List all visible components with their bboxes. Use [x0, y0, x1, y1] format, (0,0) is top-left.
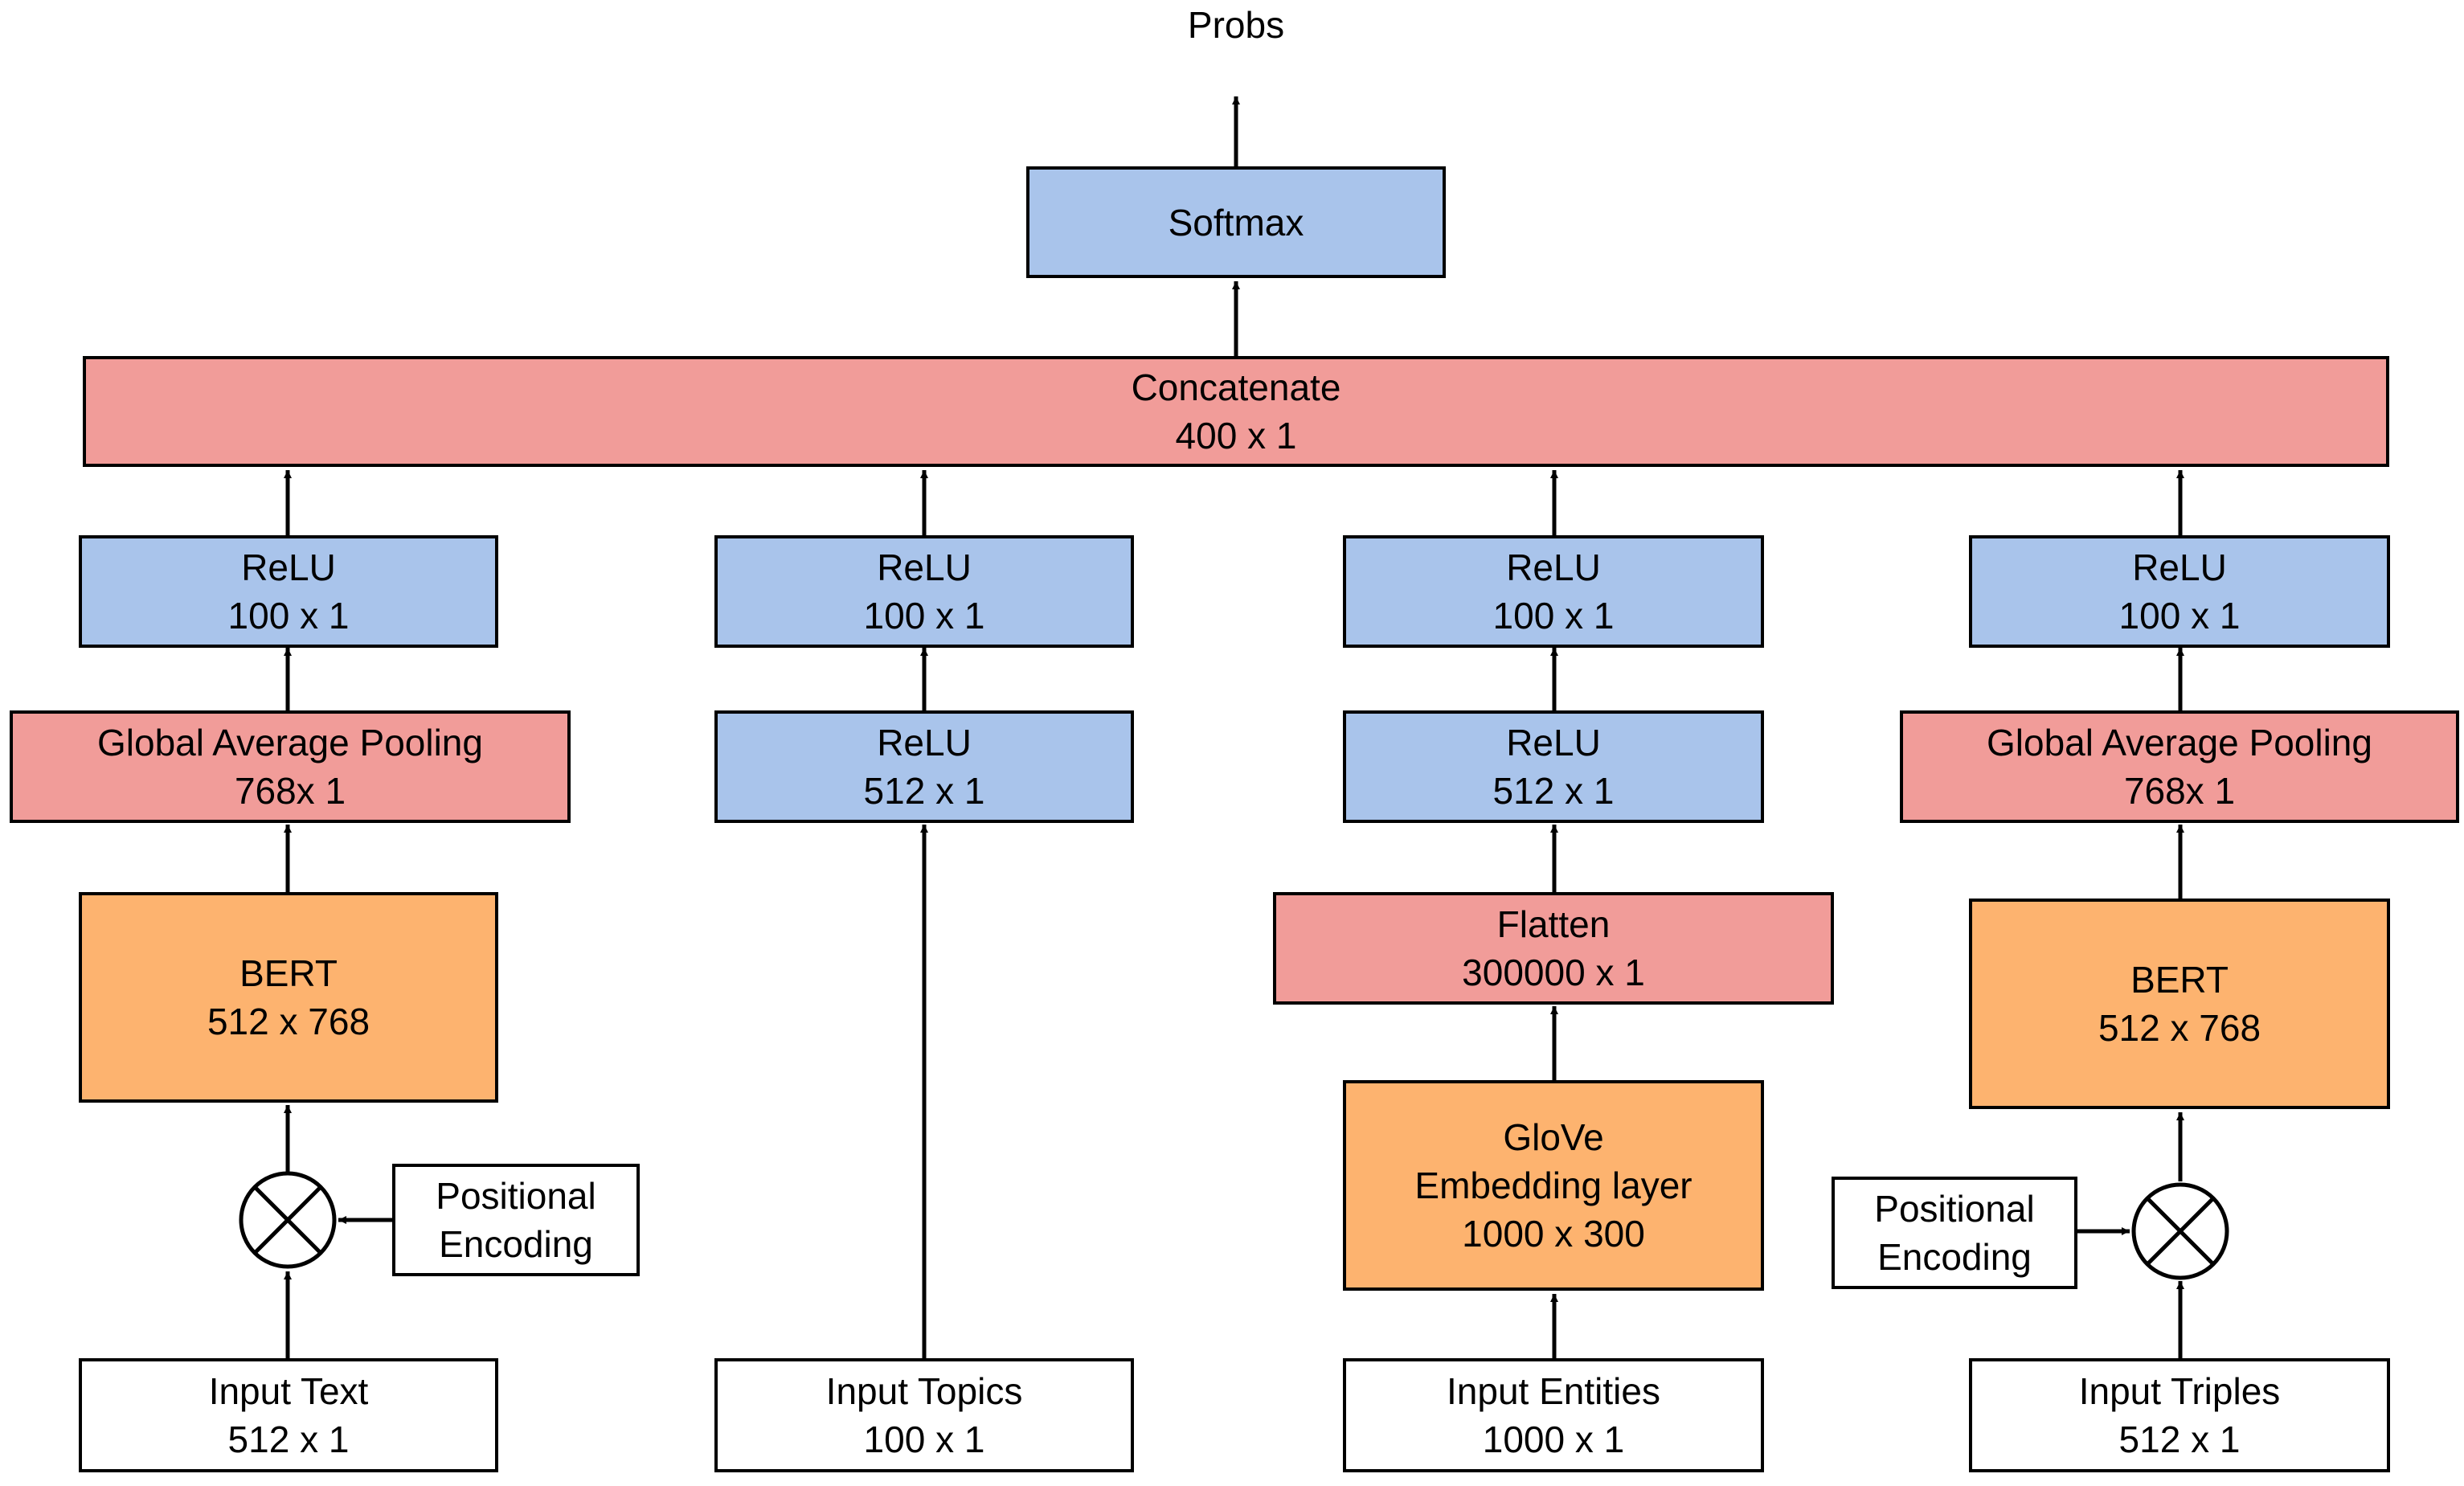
text-relu-label: ReLU [241, 547, 336, 588]
text-relu-block: ReLU 100 x 1 [79, 535, 498, 648]
entities-relu-shape: 100 x 1 [1492, 595, 1615, 637]
softmax-block: Softmax [1026, 166, 1446, 278]
entities-glove-block: GloVe Embedding layer 1000 x 300 [1343, 1080, 1764, 1291]
input-topics-block: Input Topics 100 x 1 [714, 1358, 1134, 1472]
text-positional-encoding-block: Positional Encoding [392, 1164, 640, 1276]
input-triples-shape: 512 x 1 [2118, 1418, 2241, 1460]
text-posenc-line2: Encoding [439, 1223, 593, 1265]
entities-glove-sublabel: Embedding layer [1414, 1165, 1692, 1206]
entities-relu512-shape: 512 x 1 [1492, 770, 1615, 812]
triples-bert-label: BERT [2130, 959, 2229, 1001]
concatenate-block: Concatenate 400 x 1 [83, 356, 2389, 467]
text-gap-block: Global Average Pooling 768x 1 [10, 710, 571, 823]
multiply-circle-icon [2131, 1182, 2229, 1280]
text-posenc-line1: Positional [436, 1175, 596, 1217]
triples-bert-block: BERT 512 x 768 [1969, 899, 2390, 1109]
triples-gap-shape: 768x 1 [2123, 770, 2236, 812]
input-topics-label: Input Topics [825, 1370, 1023, 1412]
softmax-label: Softmax [1168, 201, 1304, 244]
concatenate-label: Concatenate [1131, 366, 1341, 408]
entities-relu512-block: ReLU 512 x 1 [1343, 710, 1764, 823]
triples-relu-label: ReLU [2132, 547, 2227, 588]
triples-gap-label: Global Average Pooling [1987, 722, 2372, 763]
triples-bert-shape: 512 x 768 [2098, 1007, 2261, 1049]
input-entities-block: Input Entities 1000 x 1 [1343, 1358, 1764, 1472]
text-gap-label: Global Average Pooling [97, 722, 483, 763]
text-gap-shape: 768x 1 [234, 770, 346, 812]
entities-relu-label: ReLU [1506, 547, 1601, 588]
entities-relu-block: ReLU 100 x 1 [1343, 535, 1764, 648]
triples-relu-shape: 100 x 1 [2118, 595, 2241, 637]
entities-flatten-label: Flatten [1496, 903, 1611, 945]
topics-relu-shape: 100 x 1 [863, 595, 985, 637]
input-topics-shape: 100 x 1 [863, 1418, 985, 1460]
entities-flatten-shape: 300000 x 1 [1462, 952, 1645, 993]
entities-relu512-label: ReLU [1506, 722, 1601, 763]
input-entities-shape: 1000 x 1 [1482, 1418, 1625, 1460]
triples-positional-encoding-block: Positional Encoding [1832, 1177, 2077, 1289]
topics-relu-block: ReLU 100 x 1 [714, 535, 1134, 648]
input-text-label: Input Text [208, 1370, 369, 1412]
entities-glove-shape: 1000 x 300 [1462, 1213, 1645, 1255]
concatenate-shape: 400 x 1 [1175, 415, 1297, 456]
topics-relu-label: ReLU [877, 547, 972, 588]
input-text-block: Input Text 512 x 1 [79, 1358, 498, 1472]
input-triples-label: Input Triples [2078, 1370, 2281, 1412]
entities-glove-label: GloVe [1503, 1116, 1604, 1158]
text-bert-shape: 512 x 768 [207, 1001, 370, 1042]
topics-relu512-shape: 512 x 1 [863, 770, 985, 812]
triples-posenc-line1: Positional [1874, 1188, 2035, 1230]
input-text-shape: 512 x 1 [227, 1418, 350, 1460]
text-bert-label: BERT [239, 952, 338, 994]
text-relu-shape: 100 x 1 [227, 595, 350, 637]
triples-relu-block: ReLU 100 x 1 [1969, 535, 2390, 648]
input-triples-block: Input Triples 512 x 1 [1969, 1358, 2390, 1472]
topics-relu512-label: ReLU [877, 722, 972, 763]
triples-gap-block: Global Average Pooling 768x 1 [1900, 710, 2459, 823]
triples-posenc-line2: Encoding [1877, 1236, 2032, 1278]
output-label: Probs [1187, 4, 1285, 46]
topics-relu512-block: ReLU 512 x 1 [714, 710, 1134, 823]
multiply-circle-icon [239, 1171, 337, 1269]
text-bert-block: BERT 512 x 768 [79, 892, 498, 1103]
input-entities-label: Input Entities [1447, 1370, 1660, 1412]
entities-flatten-block: Flatten 300000 x 1 [1273, 892, 1834, 1005]
